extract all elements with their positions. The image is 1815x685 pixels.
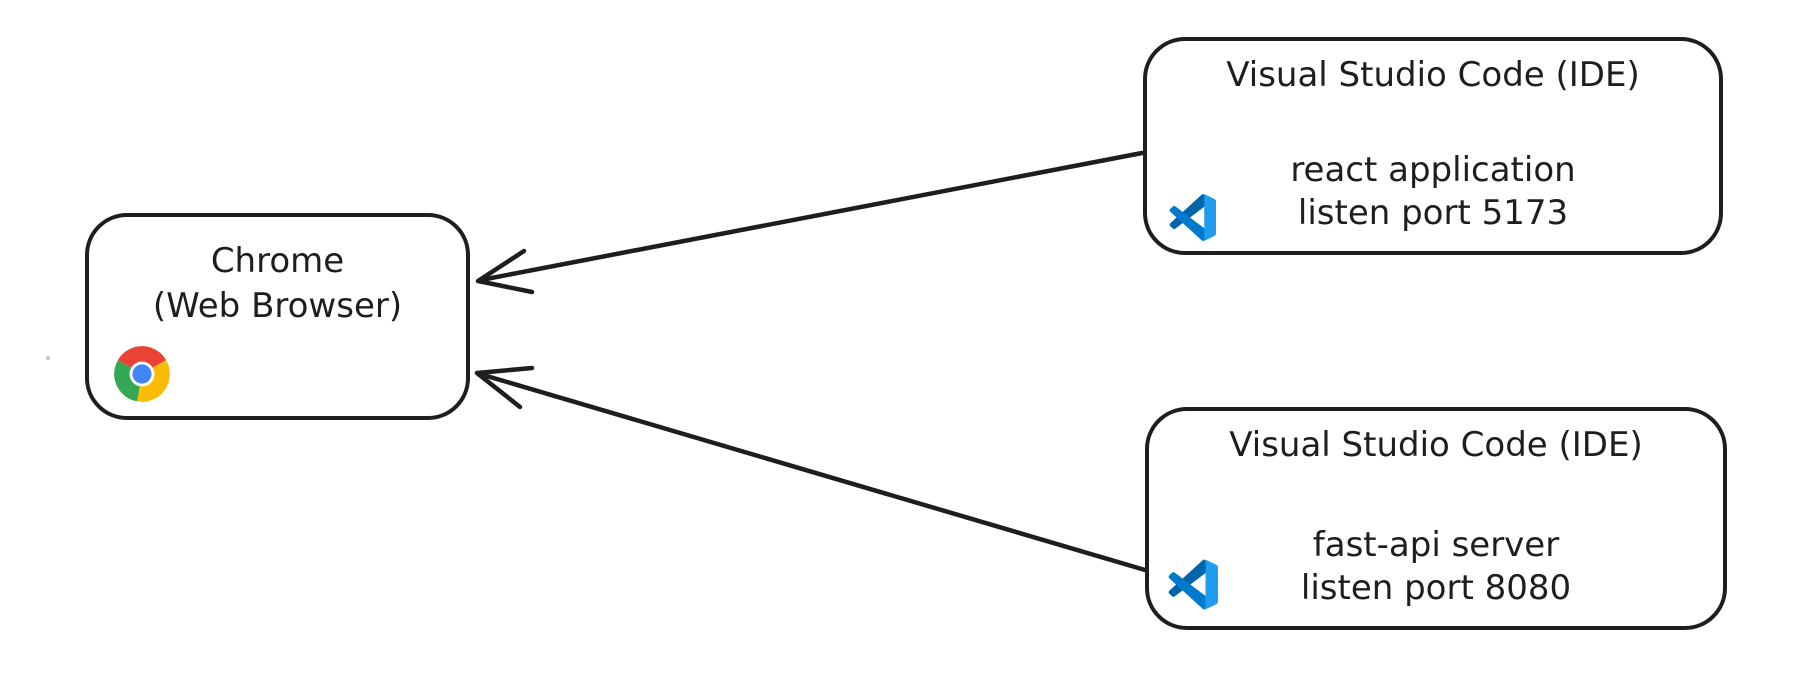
node-vscode-fastapi-title: Visual Studio Code (IDE): [1229, 425, 1643, 465]
node-vscode-fastapi-line2: listen port 8080: [1300, 568, 1572, 608]
vscode-icon: [1168, 559, 1218, 610]
node-vscode-fastapi-line1: fast-api server: [1312, 525, 1560, 565]
node-vscode-react-line2: listen port 5173: [1297, 193, 1569, 233]
arrowhead-icon: [474, 365, 535, 410]
chrome-blue-center: [132, 364, 152, 384]
node-vscode-react-title: Visual Studio Code (IDE): [1226, 55, 1640, 95]
node-vscode-react-line1: react application: [1290, 150, 1576, 190]
node-chrome-subtitle: (Web Browser): [152, 286, 403, 326]
vscode-icon: [1169, 194, 1217, 241]
edge-vscode-react-to-chrome[interactable]: [475, 150, 1145, 295]
vscode-spine-fold: [1201, 194, 1216, 241]
chrome-icon: [114, 346, 170, 402]
node-chrome[interactable]: Chrome (Web Browser): [85, 213, 470, 420]
edge-vscode-fastapi-to-chrome[interactable]: [474, 365, 1148, 573]
node-vscode-fastapi[interactable]: Visual Studio Code (IDE) fast-api server…: [1145, 407, 1727, 630]
node-vscode-react[interactable]: Visual Studio Code (IDE) react applicati…: [1143, 37, 1723, 255]
arrowhead-icon: [475, 248, 535, 295]
chrome-yellow-segment: [137, 360, 170, 402]
vscode-spine-fold: [1202, 559, 1218, 610]
stray-dot: [46, 356, 50, 360]
node-chrome-title: Chrome: [210, 241, 345, 281]
edge-line[interactable]: [478, 150, 1145, 283]
edge-line[interactable]: [477, 371, 1148, 573]
chrome-red-segment: [117, 346, 167, 374]
